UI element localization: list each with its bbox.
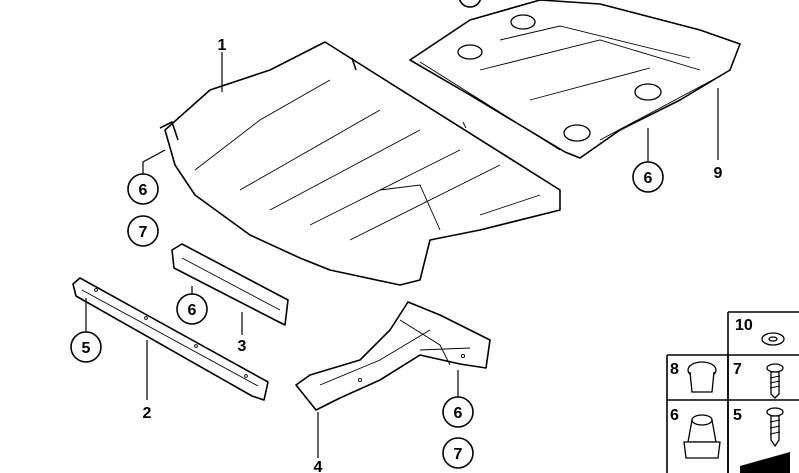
callout-circle-7-left: 7 — [127, 215, 159, 247]
callout-circle-6-bracket: 6 — [176, 293, 208, 325]
grommet-icon — [687, 361, 717, 393]
callout-6-bottom: 6 — [454, 405, 463, 422]
hardware-label-8: 8 — [670, 361, 679, 378]
callout-6-left: 6 — [139, 182, 148, 199]
hardware-label-6: 6 — [670, 407, 679, 424]
hardware-label-7: 7 — [733, 361, 742, 378]
callout-6-bracket: 6 — [188, 302, 197, 319]
leader-lines — [85, 52, 719, 458]
callout-5: 5 — [82, 340, 91, 357]
screw-icon — [766, 363, 784, 399]
callout-3: 3 — [238, 338, 247, 355]
callout-circle-6-right: 6 — [632, 161, 664, 193]
callout-circle-6-bottom: 6 — [442, 396, 474, 428]
callout-2: 2 — [143, 405, 152, 422]
part-2-strip — [72, 277, 269, 401]
callout-circle-7-bottom: 7 — [442, 437, 474, 469]
corner-marker-icon — [740, 452, 790, 473]
callout-9: 9 — [714, 165, 723, 182]
hardware-box — [666, 311, 799, 473]
self-tapping-screw-icon — [766, 407, 784, 448]
part-9-rear-underbody-panel — [409, 0, 741, 159]
callout-circle-5: 5 — [70, 331, 102, 363]
callout-4: 4 — [314, 459, 323, 473]
callout-circle-6-left: 6 — [127, 173, 159, 205]
clip-nut-icon — [683, 414, 721, 459]
hardware-label-5: 5 — [733, 407, 742, 424]
part-1-underbody-tray — [159, 41, 561, 286]
callout-circle-top-partial — [458, 0, 482, 8]
callout-7-left: 7 — [139, 224, 148, 241]
callout-6-right: 6 — [644, 170, 653, 187]
washer-icon — [761, 332, 785, 346]
callout-7-bottom: 7 — [454, 446, 463, 463]
part-3-bracket — [171, 243, 289, 326]
hardware-label-10: 10 — [735, 317, 753, 334]
callout-1: 1 — [218, 37, 227, 54]
part-4-side-support — [295, 301, 491, 411]
